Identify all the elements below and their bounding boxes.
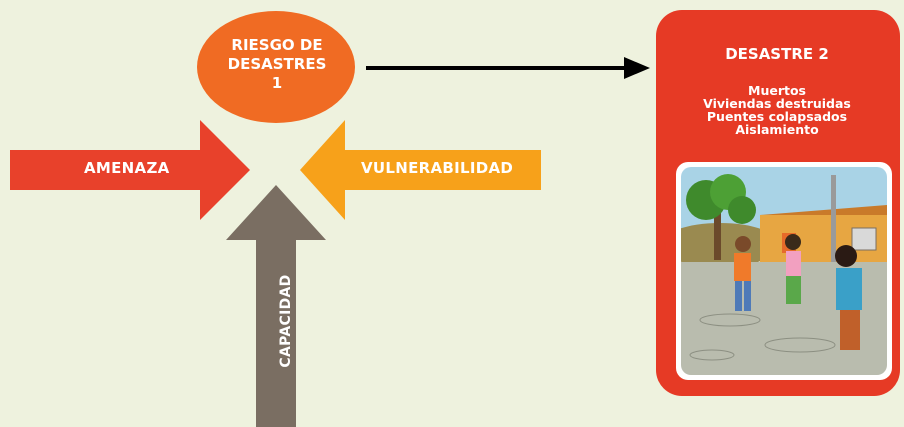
vulnerability-arrow-shape — [300, 120, 541, 220]
disaster-effect-item: Muertos — [748, 83, 806, 98]
risk-node-label: RIESGO DE DESASTRES 1 — [227, 36, 327, 92]
disaster-title: DESASTRE 2 — [725, 45, 829, 63]
threat-label: AMENAZA — [84, 159, 170, 177]
disaster-effect-item: Puentes colapsados — [706, 109, 848, 124]
connector-arrow — [366, 57, 650, 79]
disaster-effects-list: Muertos Viviendas destruidas Puentes col… — [657, 84, 897, 136]
disaster-effect-item: Aislamiento — [735, 122, 819, 137]
flood-scene-illustration — [676, 162, 892, 380]
threat-arrow-shape — [10, 120, 250, 220]
risk-ellipse — [197, 11, 355, 123]
vulnerability-label: VULNERABILIDAD — [361, 159, 514, 177]
capacity-label: CAPACIDAD — [278, 274, 294, 368]
disaster-effect-item: Viviendas destruidas — [703, 96, 851, 111]
capacity-arrow-shape — [226, 185, 326, 427]
